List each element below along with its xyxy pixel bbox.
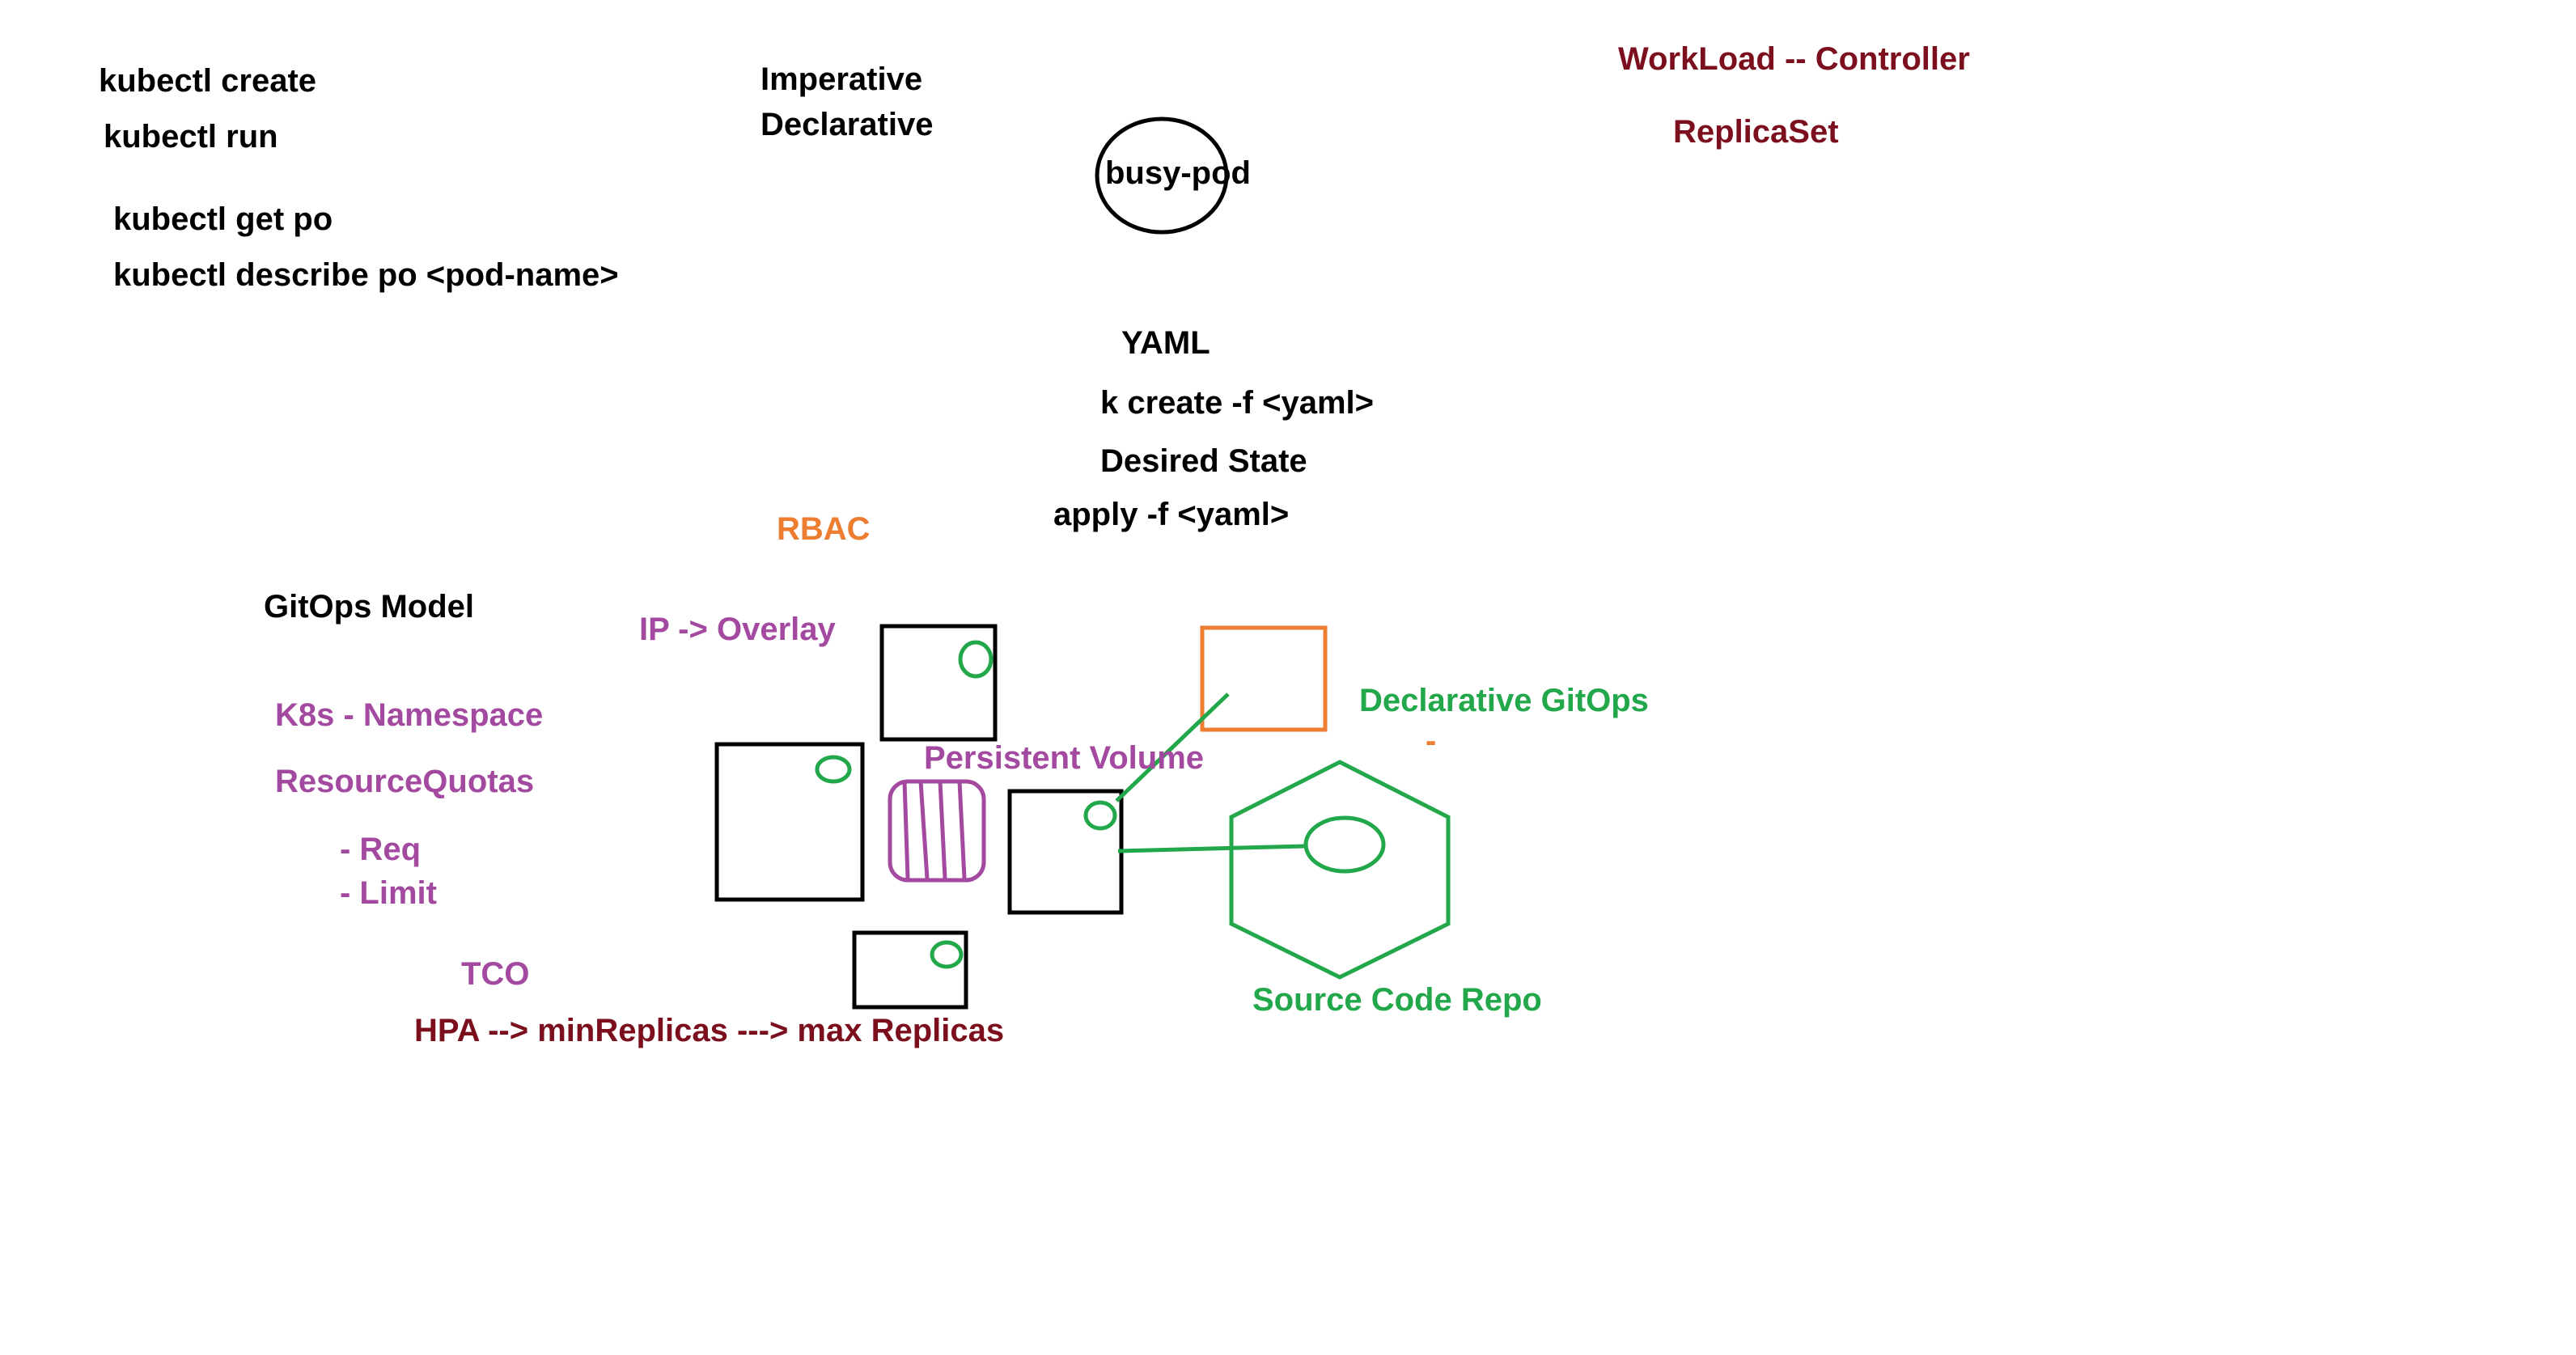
cmd-kubectl-describe: kubectl describe po <pod-name> (113, 257, 619, 293)
source-repo-hexagon (1229, 760, 1451, 980)
orange-box (1200, 625, 1328, 732)
yaml-title: YAML (1121, 325, 1210, 361)
node-box-middle (1007, 789, 1124, 915)
resource-quotas-label: ResourceQuotas (275, 764, 535, 799)
pod-circle (1095, 116, 1229, 235)
pod-dot-bottom (930, 940, 964, 969)
source-code-repo-label: Source Code Repo (1252, 982, 1542, 1018)
repo-circle (1303, 815, 1386, 874)
yaml-create-cmd: k create -f <yaml> (1100, 385, 1374, 421)
pod-dot-large (815, 755, 852, 784)
gitops-model-label: GitOps Model (264, 589, 474, 625)
orange-dash: - (1426, 723, 1437, 759)
persistent-volume-drum (888, 779, 986, 883)
rbac-label: RBAC (777, 511, 871, 547)
tco-label: TCO (461, 956, 530, 992)
cmd-kubectl-get: kubectl get po (113, 201, 333, 237)
busy-pod-label: busy-pod (1105, 155, 1251, 191)
cmd-kubectl-create: kubectl create (99, 63, 317, 99)
workload-controller-label: WorkLoad -- Controller (1618, 41, 1970, 77)
cmd-kubectl-run: kubectl run (104, 119, 278, 155)
pod-dot-middle (1083, 800, 1117, 831)
declarative-gitops-label: Declarative GitOps (1359, 683, 1649, 718)
repo-link-line (1117, 844, 1305, 853)
imperative-label: Imperative (761, 61, 923, 97)
gitops-sync-line (1115, 692, 1230, 802)
declarative-label: Declarative (761, 107, 934, 142)
node-box-bottom (852, 930, 968, 1010)
replicaset-label: ReplicaSet (1673, 114, 1839, 150)
pod-dot-top (958, 640, 994, 679)
quota-limit-label: - Limit (340, 875, 437, 911)
desired-state-label: Desired State (1100, 443, 1307, 479)
node-box-top (879, 624, 998, 742)
hpa-label: HPA --> minReplicas ---> max Replicas (414, 1013, 1005, 1048)
ip-overlay-label: IP -> Overlay (639, 612, 836, 647)
yaml-apply-cmd: apply -f <yaml> (1053, 497, 1290, 532)
persistent-volume-label: Persistent Volume (924, 740, 1205, 776)
namespace-label: K8s - Namespace (275, 697, 544, 733)
quota-req-label: - Req (340, 832, 421, 867)
node-box-large (714, 742, 865, 902)
